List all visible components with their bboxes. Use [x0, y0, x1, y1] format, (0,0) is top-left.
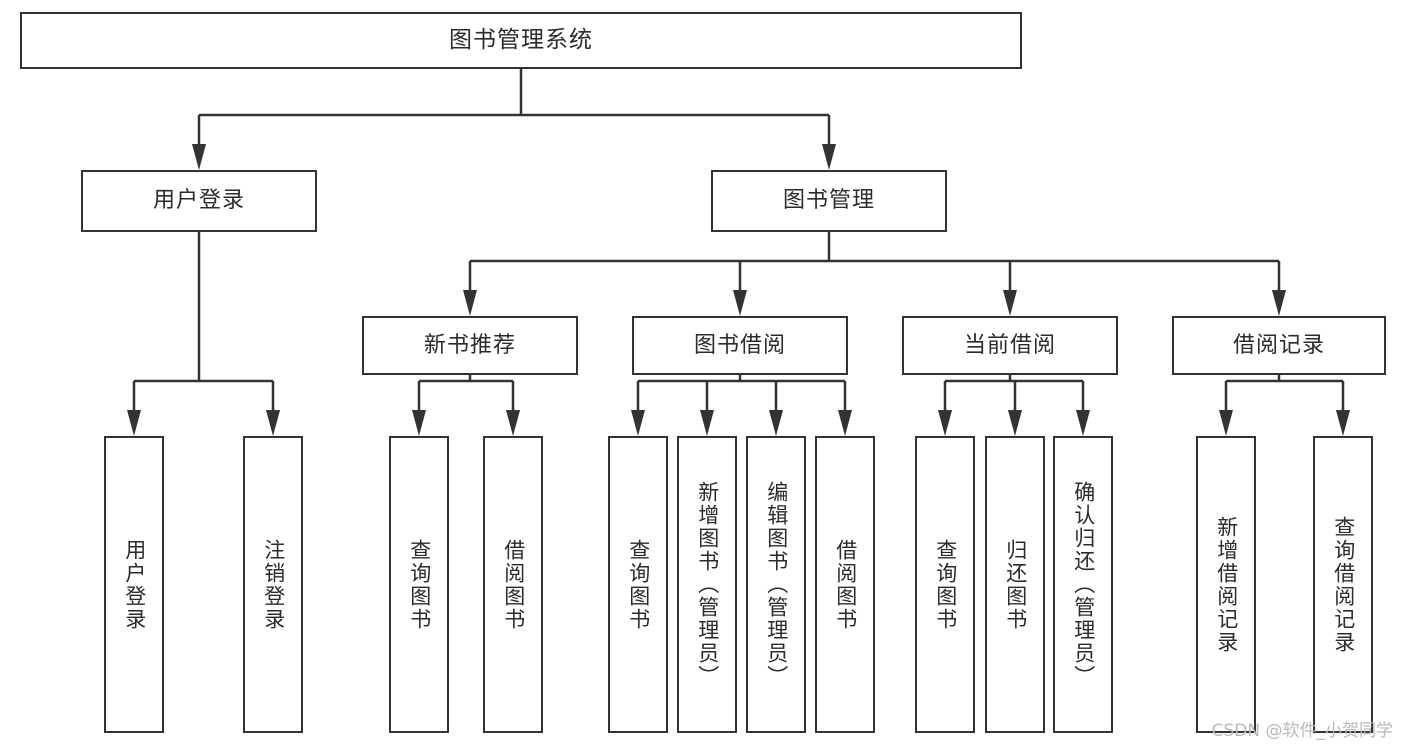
node-user-login[interactable]: 用户登录 — [81, 170, 317, 232]
node-label-leaf-query-book-a: 查询图书 — [407, 538, 432, 631]
node-leaf-edit-book[interactable]: 编辑图书（管理员） — [746, 436, 806, 733]
node-label-leaf-query-book-c: 查询图书 — [933, 538, 958, 631]
node-label-leaf-user-login: 用户登录 — [122, 538, 147, 631]
node-new-book-recommend[interactable]: 新书推荐 — [362, 316, 578, 375]
node-label-leaf-return-book: 归还图书 — [1003, 538, 1028, 631]
node-leaf-borrow-book-b[interactable]: 借阅图书 — [815, 436, 875, 733]
node-book-borrow[interactable]: 图书借阅 — [632, 316, 848, 375]
node-label-new-book-recommend: 新书推荐 — [423, 332, 516, 358]
node-label-leaf-logout: 注销登录 — [261, 538, 286, 631]
node-label-leaf-query-borrow-record: 查询借阅记录 — [1331, 515, 1356, 654]
node-label-user-login: 用户登录 — [152, 188, 245, 214]
node-label-leaf-add-book: 新增图书（管理员） — [695, 481, 720, 688]
node-label-leaf-confirm-return: 确认归还（管理员） — [1071, 481, 1096, 688]
node-label-borrow-record: 借阅记录 — [1232, 332, 1325, 358]
node-borrow-record[interactable]: 借阅记录 — [1172, 316, 1386, 375]
node-leaf-query-book-b[interactable]: 查询图书 — [608, 436, 668, 733]
node-leaf-query-book-c[interactable]: 查询图书 — [915, 436, 975, 733]
node-leaf-borrow-book-a[interactable]: 借阅图书 — [483, 436, 543, 733]
node-label-leaf-borrow-book-a: 借阅图书 — [501, 538, 526, 631]
node-label-leaf-add-borrow-record: 新增借阅记录 — [1214, 515, 1239, 654]
node-leaf-user-login[interactable]: 用户登录 — [104, 436, 164, 733]
node-label-current-borrow: 当前借阅 — [963, 332, 1056, 358]
node-leaf-confirm-return[interactable]: 确认归还（管理员） — [1053, 436, 1113, 733]
node-leaf-add-borrow-record[interactable]: 新增借阅记录 — [1196, 436, 1256, 733]
csdn-watermark: CSDN @软件_小贺同学 — [1211, 721, 1393, 741]
node-book-management[interactable]: 图书管理 — [711, 170, 947, 232]
node-leaf-query-borrow-record[interactable]: 查询借阅记录 — [1313, 436, 1373, 733]
node-label-leaf-query-book-b: 查询图书 — [626, 538, 651, 631]
node-leaf-add-book[interactable]: 新增图书（管理员） — [677, 436, 737, 733]
node-current-borrow[interactable]: 当前借阅 — [902, 316, 1118, 375]
node-label-leaf-borrow-book-b: 借阅图书 — [833, 538, 858, 631]
node-label-leaf-edit-book: 编辑图书（管理员） — [764, 481, 789, 688]
node-root[interactable]: 图书管理系统 — [20, 12, 1022, 69]
node-leaf-return-book[interactable]: 归还图书 — [985, 436, 1045, 733]
node-label-book-borrow: 图书借阅 — [693, 332, 786, 358]
node-leaf-query-book-a[interactable]: 查询图书 — [389, 436, 449, 733]
node-label-root: 图书管理系统 — [449, 27, 593, 54]
node-label-book-management: 图书管理 — [782, 188, 875, 214]
node-leaf-logout[interactable]: 注销登录 — [243, 436, 303, 733]
